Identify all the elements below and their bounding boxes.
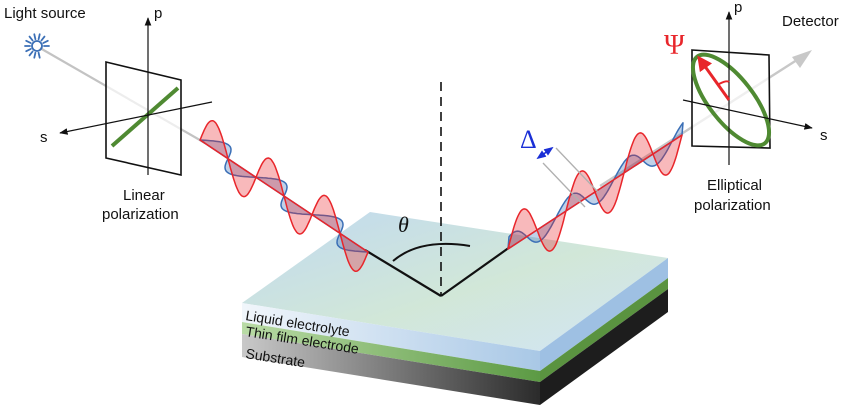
p-wave-incident — [199, 119, 369, 273]
delta-guide-2 — [555, 147, 599, 193]
sun-ray-icon — [37, 51, 41, 59]
film-layer-front — [242, 322, 540, 382]
sample-top-surface — [242, 212, 668, 351]
sun-ray-icon — [40, 35, 46, 42]
substrate-layer-front — [242, 334, 540, 405]
theta-label: θ — [398, 212, 409, 237]
delta-label: Δ — [520, 125, 537, 154]
sun-burst-icon — [24, 33, 50, 59]
right-s-axis — [682, 99, 813, 130]
linear-polarization-label-2: polarization — [102, 206, 179, 223]
left-s-label: s — [40, 129, 48, 146]
reflected-beam-black — [440, 246, 511, 297]
reflected-waves — [507, 122, 684, 252]
incident-beam-black — [364, 249, 442, 297]
left-p-label: p — [154, 5, 162, 22]
right-s-label: s — [820, 127, 828, 144]
detector-label: Detector — [782, 13, 839, 30]
polarization-ellipse — [690, 52, 772, 148]
sun-ray-icon — [25, 39, 32, 44]
liquid-layer-right — [540, 258, 668, 371]
delta-guide-1 — [542, 162, 586, 208]
elliptical-polarization-label-2: polarization — [694, 197, 771, 214]
sample-stack: Liquid electrolyte Thin film electrode S… — [242, 212, 668, 405]
delta-arrow — [536, 146, 554, 160]
incident-waves — [199, 119, 369, 273]
p-wave-reflected — [507, 132, 683, 252]
psi-label: Ψ — [664, 30, 685, 61]
s-wave-reflected — [507, 122, 684, 250]
sun-ray-icon — [37, 33, 41, 41]
psi-arrow — [697, 55, 731, 101]
incidence-angle-arc — [392, 242, 471, 262]
psi-arc — [718, 80, 730, 85]
sun-ray-icon — [42, 39, 49, 44]
sun-ray-icon — [33, 51, 37, 59]
right-p-label: p — [734, 0, 742, 16]
linear-polarization-line — [110, 86, 180, 148]
elliptical-polarizer: p s — [682, 0, 828, 165]
light-source-label: Light source — [4, 5, 86, 22]
sun-ray-icon — [25, 48, 32, 53]
sun-ray-icon — [33, 33, 37, 41]
left-s-axis — [59, 101, 213, 135]
film-layer-right — [540, 278, 668, 382]
linear-polarizer: p s — [40, 5, 213, 177]
linear-polarization-label-1: Linear — [123, 187, 165, 204]
sun-ray-icon — [28, 35, 34, 42]
sun-ray-icon — [28, 50, 34, 57]
substrate-layer-right — [540, 289, 668, 405]
detector-arrow-icon — [792, 50, 812, 68]
elliptical-polarization-label-1: Elliptical — [707, 177, 762, 194]
liquid-layer-front — [242, 303, 540, 371]
